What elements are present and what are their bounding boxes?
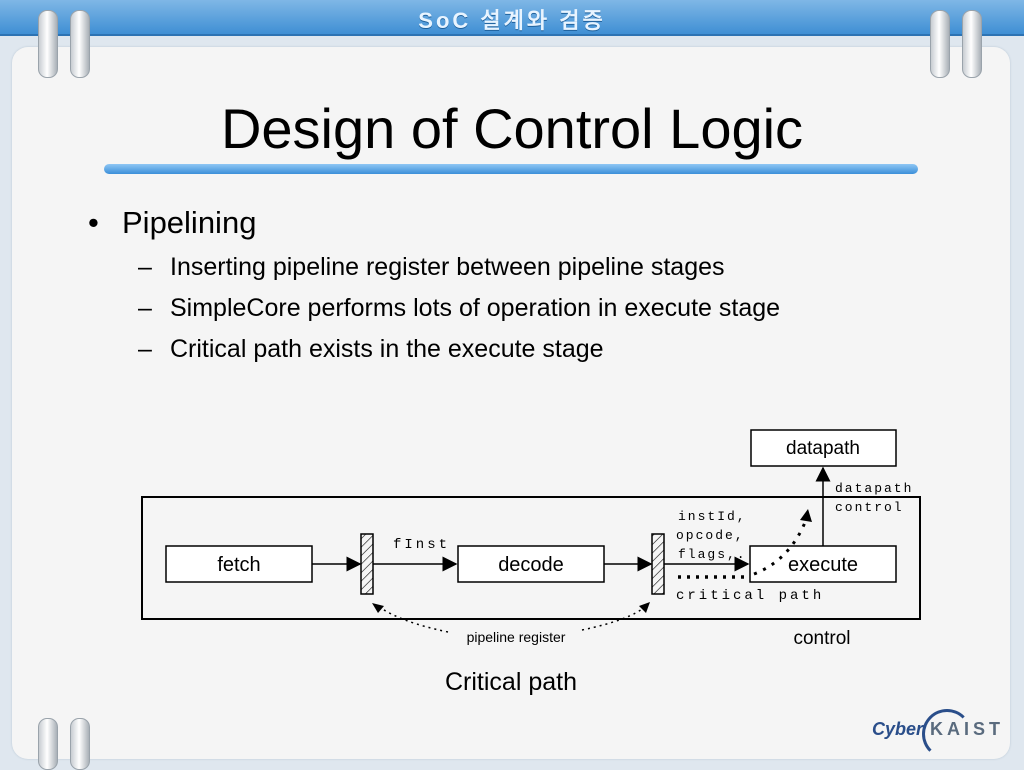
sub-bullet-2: –SimpleCore performs lots of operation i… [138, 294, 780, 323]
datapath-control-label-1: datapath [835, 481, 913, 496]
diagram-caption: Critical path [445, 668, 577, 696]
title-underline [104, 164, 918, 174]
binder-ring-top-right-1 [930, 10, 950, 78]
bullet-pipelining: • Pipelining [88, 205, 256, 241]
cyber-kaist-logo: Cyber KAIST [872, 709, 1012, 759]
pipeline-register-pointer-left [377, 605, 449, 633]
header-bar: SoC 설계와 검증 [0, 0, 1024, 36]
bullet-text: Pipelining [122, 205, 257, 240]
sub-bullet-text: SimpleCore performs lots of operation in… [170, 294, 781, 322]
sub-dash: – [138, 294, 152, 322]
logo-swoosh-icon [922, 709, 972, 759]
finst-label: fInst [393, 537, 450, 553]
execute-label: execute [788, 554, 858, 576]
logo-kaist-text: KAIST [930, 719, 1004, 739]
datapath-label: datapath [786, 438, 860, 459]
pipeline-register-2 [651, 533, 665, 595]
binder-ring-top-left-1 [38, 10, 58, 78]
sub-bullet-3: –Critical path exists in the execute sta… [138, 335, 604, 364]
flags-label: flags,.. [678, 547, 756, 562]
control-label: control [793, 628, 850, 649]
pointer-arrowhead-left [372, 603, 384, 613]
header-title: SoC 설계와 검증 [418, 8, 606, 33]
datapath-control-label-2: control [835, 500, 904, 515]
sub-dash: – [138, 253, 152, 281]
instid-label: instId, [678, 509, 747, 524]
critical-path-label: critical path [676, 588, 824, 604]
control-box [141, 496, 921, 620]
datapath-box [750, 429, 897, 467]
pipeline-register-1 [360, 533, 374, 595]
logo-cyber-text: Cyber [872, 719, 924, 739]
decode-label: decode [498, 554, 564, 576]
binder-ring-top-left-2 [70, 10, 90, 78]
sub-dash: – [138, 335, 152, 363]
pipeline-register-label: pipeline register [467, 629, 566, 645]
binder-ring-top-right-2 [962, 10, 982, 78]
sub-bullet-text: Inserting pipeline register between pipe… [170, 253, 725, 281]
sub-bullet-1: –Inserting pipeline register between pip… [138, 253, 725, 282]
fetch-box [165, 545, 313, 583]
opcode-label: opcode, [676, 528, 745, 543]
sub-bullet-text: Critical path exists in the execute stag… [170, 335, 604, 363]
decode-box [457, 545, 605, 583]
bullet-dot: • [88, 205, 99, 240]
fetch-label: fetch [217, 554, 260, 576]
critical-path-arrowhead [800, 509, 812, 522]
slide-title: Design of Control Logic [220, 97, 804, 160]
pointer-arrowhead-right [639, 602, 650, 613]
